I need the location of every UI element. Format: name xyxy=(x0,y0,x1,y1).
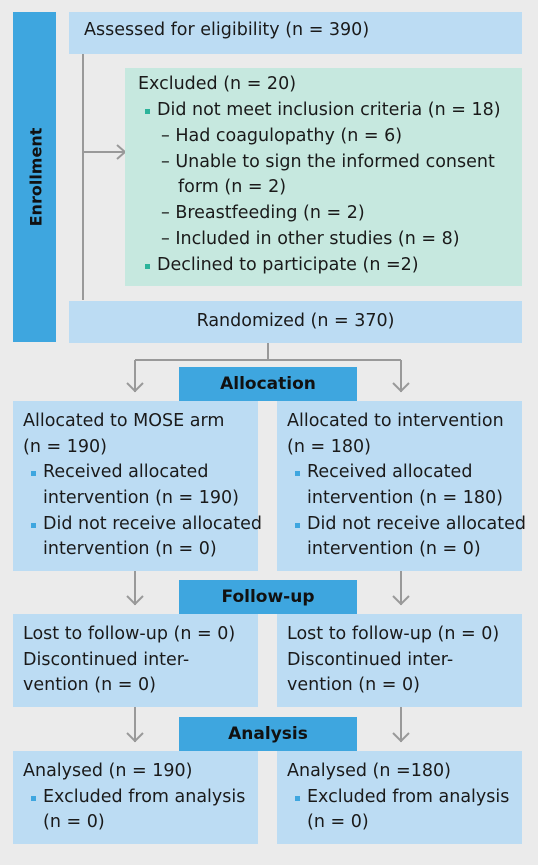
allocation-left-received-2: intervention (n = 190) xyxy=(43,488,240,508)
allocation-right-title-2: (n = 180) xyxy=(287,437,371,457)
analysis-left-box: Analysed (n = 190) Excluded from analysi… xyxy=(13,751,258,844)
excluded-breastfeeding: – Breastfeeding (n = 2) xyxy=(161,203,365,223)
bullet-square-icon xyxy=(31,796,36,801)
followup-right-discontinued-2: vention (n = 0) xyxy=(287,675,420,695)
analysis-stage-label: Analysis xyxy=(179,717,357,751)
excluded-consent-line2: form (n = 2) xyxy=(178,177,287,197)
allocation-left-box: Allocated to MOSE arm (n = 190) Received… xyxy=(13,401,262,571)
excluded-other-studies: – Included in other studies (n = 8) xyxy=(161,229,460,249)
followup-left-lost: Lost to follow-up (n = 0) xyxy=(23,624,236,644)
allocation-label-text: Allocation xyxy=(220,374,316,394)
excluded-title: Excluded (n = 20) xyxy=(138,74,297,94)
allocation-right-title-1: Allocated to intervention xyxy=(287,411,504,431)
followup-right-box: Lost to follow-up (n = 0) Discontinued i… xyxy=(277,614,522,707)
bullet-square-icon xyxy=(31,471,36,476)
analysis-right-analysed: Analysed (n =180) xyxy=(287,761,451,781)
allocation-right-received-2: intervention (n = 180) xyxy=(307,488,504,508)
bullet-square-icon xyxy=(145,109,150,114)
allocation-left-not-received-1: Did not receive allocated xyxy=(43,514,262,534)
allocation-left-not-received-2: intervention (n = 0) xyxy=(43,539,217,559)
assessed-text: Assessed for eligibility (n = 390) xyxy=(84,20,370,40)
bullet-square-icon xyxy=(295,523,300,528)
excluded-criteria: Did not meet inclusion criteria (n = 18) xyxy=(157,100,501,120)
excluded-declined: Declined to participate (n =2) xyxy=(157,255,419,275)
excluded-coagulopathy: – Had coagulopathy (n = 6) xyxy=(161,126,403,146)
assessed-box: Assessed for eligibility (n = 390) xyxy=(69,12,522,54)
followup-stage-label: Follow-up xyxy=(179,580,357,614)
analysis-left-excluded-1: Excluded from analysis xyxy=(43,787,246,807)
allocation-left-title-1: Allocated to MOSE arm xyxy=(23,411,225,431)
allocation-right-received-1: Received allocated xyxy=(307,462,473,482)
analysis-left-excluded-2: (n = 0) xyxy=(43,812,105,832)
analysis-left-analysed: Analysed (n = 190) xyxy=(23,761,193,781)
allocation-right-box: Allocated to intervention (n = 180) Rece… xyxy=(277,401,526,571)
followup-left-box: Lost to follow-up (n = 0) Discontinued i… xyxy=(13,614,258,707)
enrollment-label: Enrollment xyxy=(26,127,46,227)
bullet-square-icon xyxy=(295,471,300,476)
enrollment-sidebar xyxy=(13,12,56,342)
followup-right-discontinued-1: Discontinued inter- xyxy=(287,650,454,670)
analysis-right-excluded-1: Excluded from analysis xyxy=(307,787,510,807)
bullet-square-icon xyxy=(295,796,300,801)
analysis-right-box: Analysed (n =180) Excluded from analysis… xyxy=(277,751,522,844)
followup-left-discontinued-2: vention (n = 0) xyxy=(23,675,156,695)
bullet-square-icon xyxy=(31,523,36,528)
followup-label-text: Follow-up xyxy=(221,587,315,607)
allocation-stage-label: Allocation xyxy=(179,367,357,401)
excluded-box: Excluded (n = 20) Did not meet inclusion… xyxy=(125,68,522,286)
allocation-left-title-2: (n = 190) xyxy=(23,437,107,457)
allocation-right-not-received-1: Did not receive allocated xyxy=(307,514,526,534)
allocation-right-not-received-2: intervention (n = 0) xyxy=(307,539,481,559)
bullet-square-icon xyxy=(145,264,150,269)
analysis-label-text: Analysis xyxy=(228,724,308,744)
followup-left-discontinued-1: Discontinued inter- xyxy=(23,650,190,670)
allocation-left-received-1: Received allocated xyxy=(43,462,209,482)
excluded-consent-line1: – Unable to sign the informed consent xyxy=(161,152,495,172)
analysis-right-excluded-2: (n = 0) xyxy=(307,812,369,832)
randomized-text: Randomized (n = 370) xyxy=(196,311,395,332)
followup-right-lost: Lost to follow-up (n = 0) xyxy=(287,624,500,644)
randomized-box: Randomized (n = 370) xyxy=(69,301,522,343)
